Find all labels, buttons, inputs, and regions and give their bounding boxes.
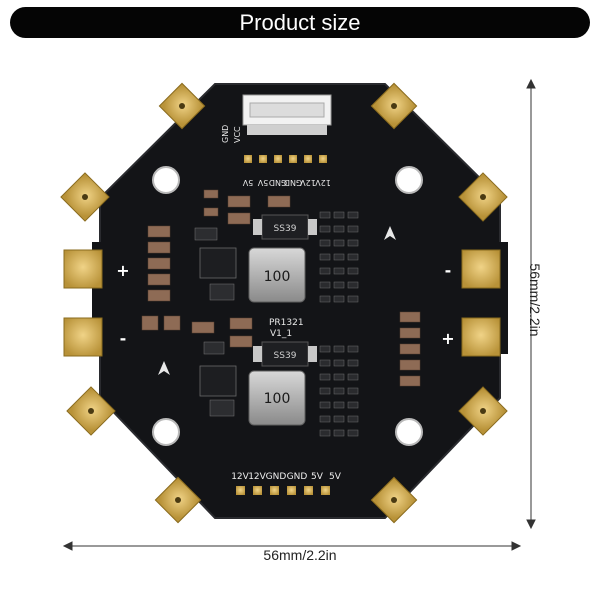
board-version-label: V1_1 <box>270 329 292 339</box>
pad-sign-minus-right: - <box>445 261 452 280</box>
top-connector <box>242 94 332 135</box>
connector-gnd-label: GND <box>221 125 230 143</box>
banner-title: Product size <box>239 9 361 35</box>
inductor-top: 100 <box>248 247 306 303</box>
regulator-top: SS39 <box>253 214 317 240</box>
inductor-bottom: 100 <box>248 370 306 426</box>
pad-sign-minus-left: - <box>120 329 127 348</box>
svg-text:12V: 12V <box>300 178 316 187</box>
bottom-label-gnd-1: GND <box>266 472 287 482</box>
corner-pads <box>60 82 508 524</box>
regulator-top-label: SS39 <box>274 224 297 234</box>
regulator-bottom-label: SS39 <box>274 351 297 361</box>
mounting-holes <box>152 166 423 446</box>
pad-sign-plus-right: + <box>441 329 454 348</box>
bottom-label-gnd-2: GND <box>287 472 308 482</box>
regulator-bottom: SS39 <box>253 341 317 367</box>
inductor-top-label: 100 <box>264 269 291 285</box>
svg-text:5V: 5V <box>242 178 253 187</box>
inductor-bottom-label: 100 <box>264 391 291 407</box>
width-dimension-line <box>62 541 522 551</box>
bottom-label-5v-2: 5V <box>329 472 342 482</box>
product-size-banner: Product size <box>10 7 590 38</box>
connector-vcc-label: VCC <box>233 126 242 143</box>
pad-sign-plus-left: + <box>116 261 129 280</box>
components <box>141 189 421 387</box>
side-pads <box>63 249 501 357</box>
small-chips <box>194 227 235 417</box>
top-header-pads <box>244 155 327 163</box>
bottom-header-pads <box>236 486 330 495</box>
svg-text:GND: GND <box>284 178 302 187</box>
width-dimension-label: 56mm/2.2in <box>263 547 337 563</box>
resistor-array <box>319 211 359 437</box>
height-dimension-label: 56mm/2.2in <box>527 263 543 337</box>
svg-text:12V: 12V <box>315 178 331 187</box>
bottom-label-12v-1: 12V <box>231 472 249 482</box>
svg-text:5V: 5V <box>257 178 268 187</box>
bottom-label-5v-1: 5V <box>311 472 324 482</box>
ic-chips <box>199 247 237 397</box>
height-dimension-line <box>526 78 536 530</box>
svg-text:GND: GND <box>269 178 287 187</box>
board-model-label: PR1321 <box>269 318 304 328</box>
bottom-label-12v-2: 12V <box>248 472 266 482</box>
